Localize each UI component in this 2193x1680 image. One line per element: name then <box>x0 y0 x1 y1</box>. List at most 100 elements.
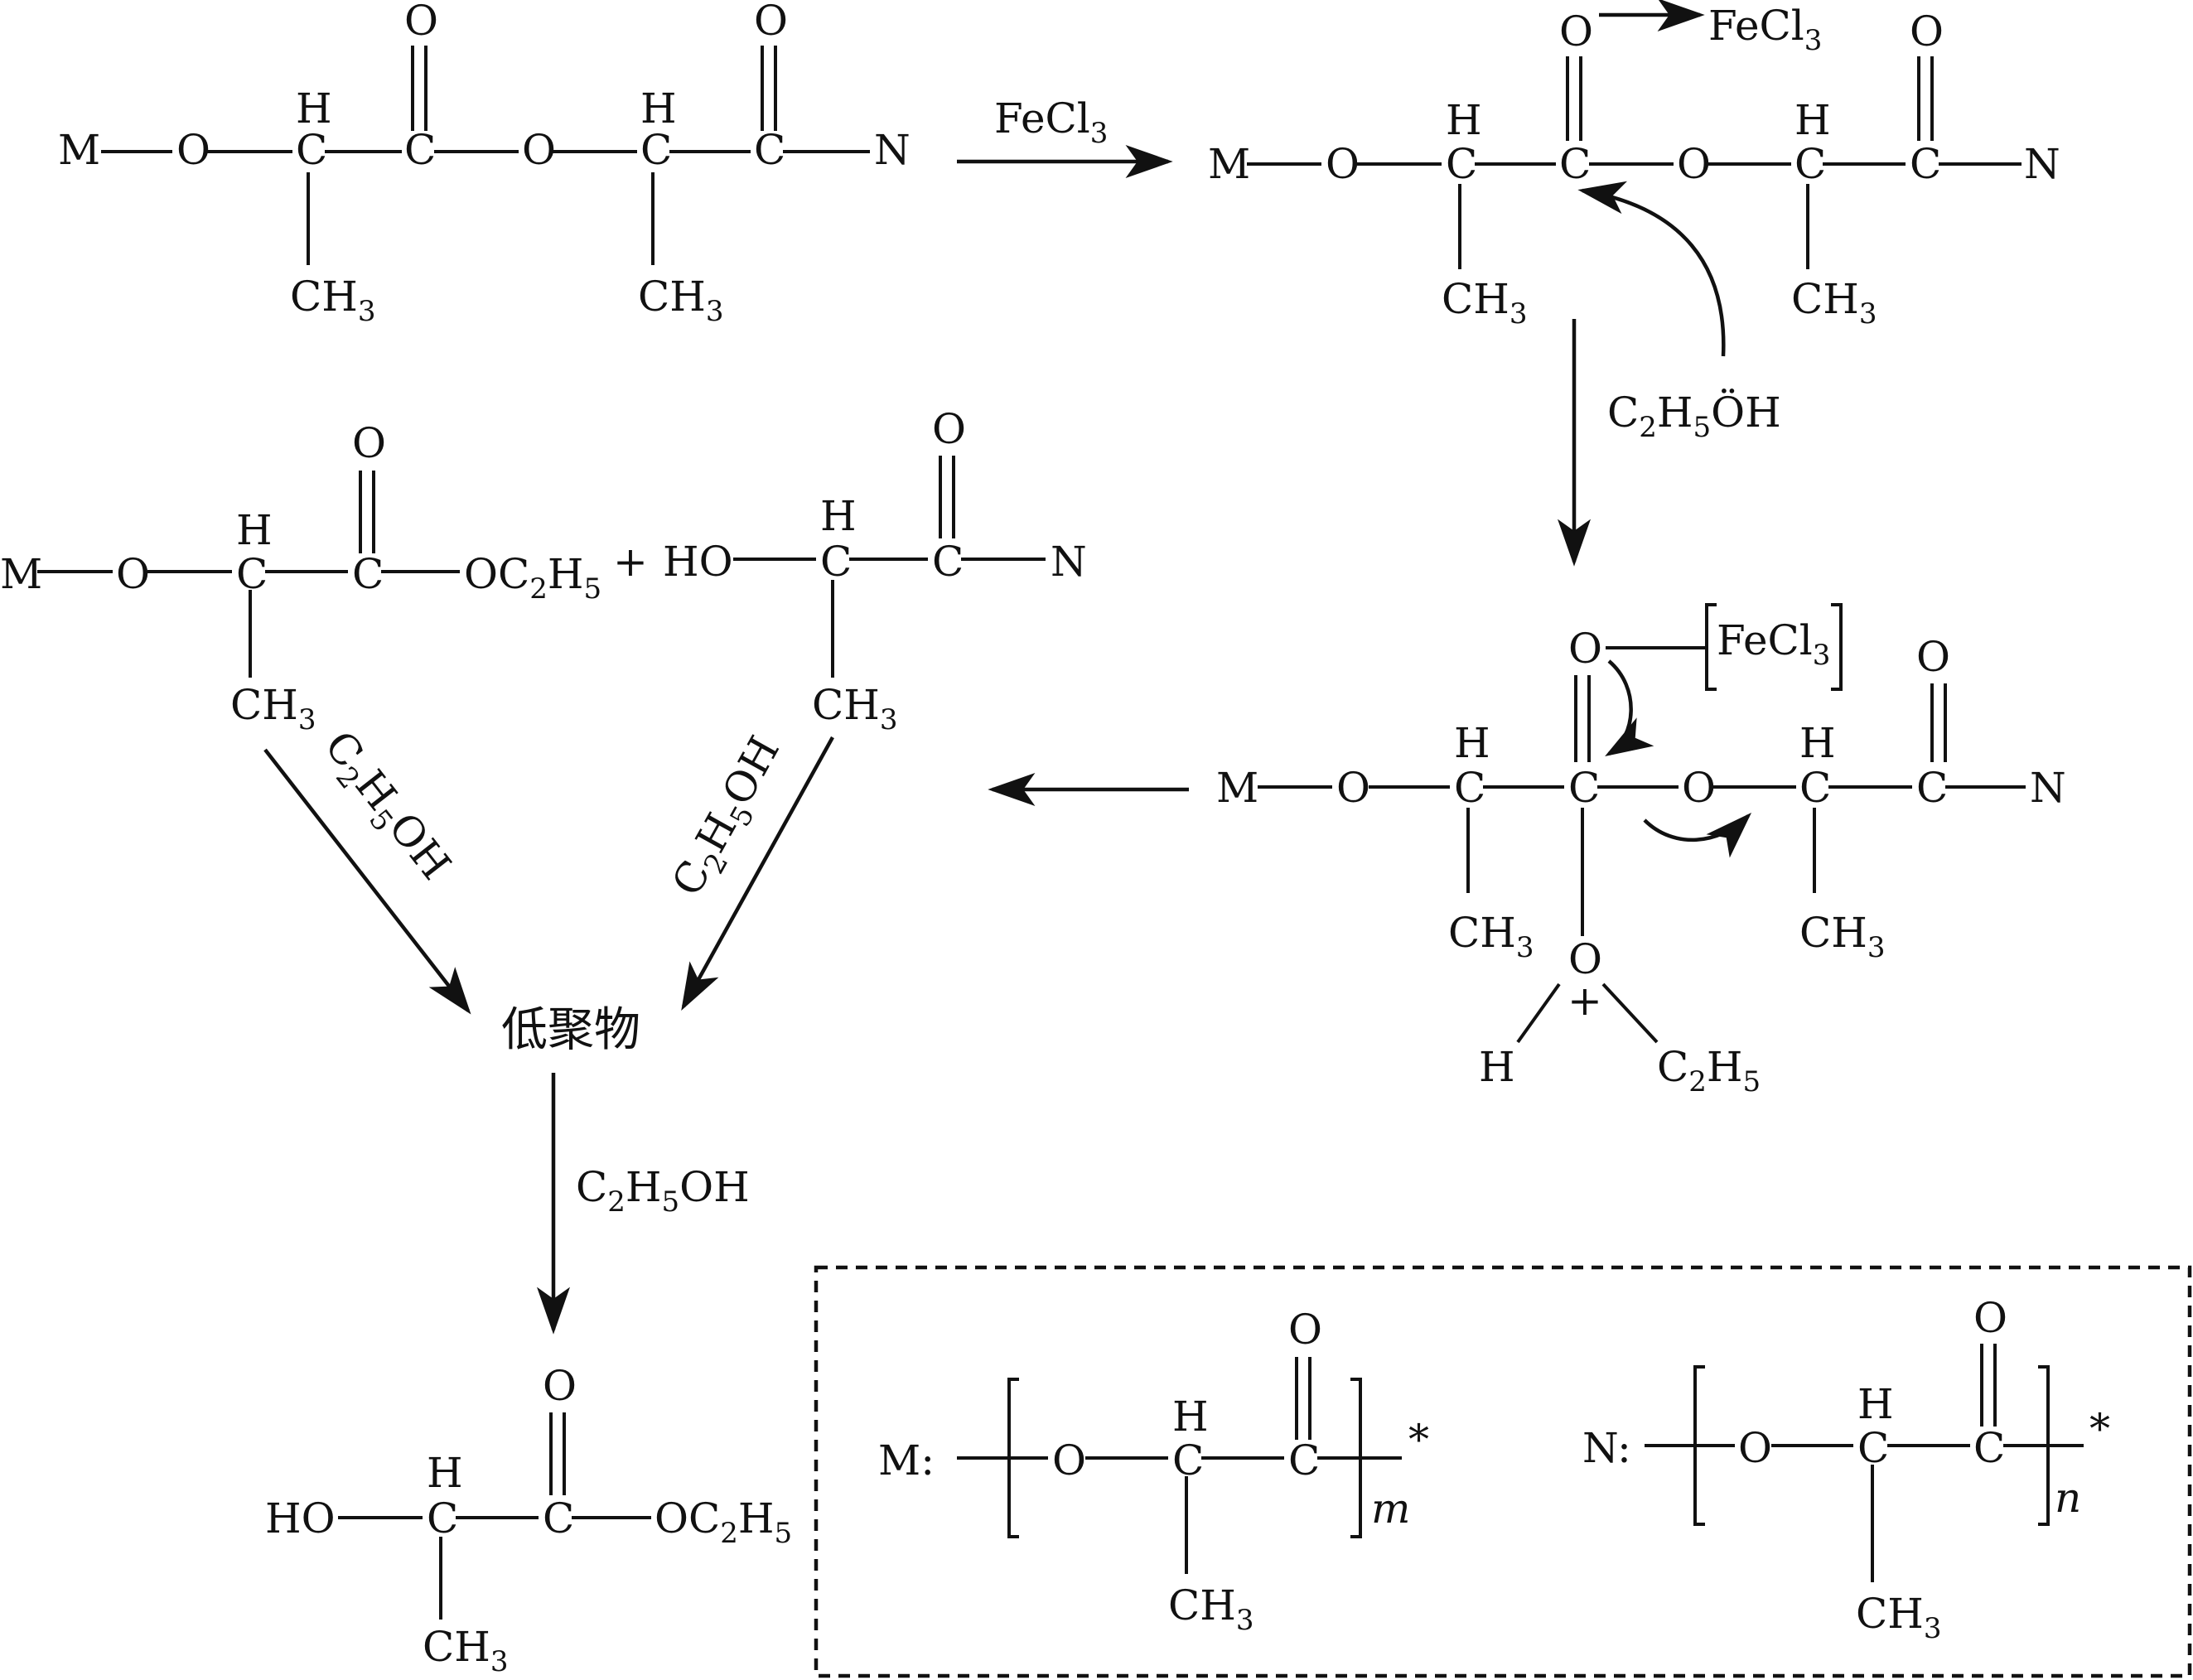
group-CH3: CH3 <box>1442 275 1528 331</box>
atom-O: O <box>543 1362 577 1410</box>
group-HO: HO <box>663 538 733 586</box>
star: * <box>2089 1405 2110 1453</box>
atom-O: O <box>1677 140 1711 188</box>
atom-H: H <box>1794 96 1831 144</box>
atom-C: C <box>1916 764 1948 812</box>
atom-H: H <box>640 84 677 133</box>
N-label: N: <box>1582 1424 1631 1472</box>
atom-H: H <box>236 506 273 554</box>
atom-C: C <box>1446 140 1477 188</box>
atom-O: O <box>1559 7 1593 56</box>
atom-C: C <box>236 550 268 598</box>
atom-O: O <box>522 126 556 174</box>
group-CH3: CH3 <box>638 273 724 328</box>
atom-H: H <box>1799 719 1836 767</box>
plus-sign: + <box>613 538 648 586</box>
group-CH3: CH3 <box>290 273 376 328</box>
group-CH3: CH3 <box>1168 1581 1254 1637</box>
molecule-2-complex: M O C H C O O C H C O N FeCl3 CH3 CH3 <box>1208 0 2060 357</box>
atom-C: C <box>1794 140 1826 188</box>
reagent-ethanol-right: C2H5OH <box>663 728 795 907</box>
legend-box: M: O C H C O CH3 m * N: O <box>814 1265 2192 1678</box>
atom-O: O <box>1910 7 1944 56</box>
atom-C: C <box>1568 764 1600 812</box>
group-CH3: CH3 <box>1799 909 1886 964</box>
group-CH3: CH3 <box>423 1623 509 1678</box>
atom-C: C <box>1910 140 1941 188</box>
atom-C: C <box>352 550 384 598</box>
definition-M: M: O C H C O CH3 m * <box>878 1306 1429 1637</box>
atom-M: M <box>1208 140 1250 188</box>
oligomer-label: 低聚物 <box>501 1003 640 1057</box>
atom-C: C <box>1172 1436 1204 1484</box>
atom-O: O <box>1682 764 1716 812</box>
atom-H: H <box>1479 1043 1515 1091</box>
atom-N: N <box>1051 538 1087 586</box>
atom-C: C <box>404 126 436 174</box>
atom-C: C <box>640 126 672 174</box>
atom-O: O <box>1052 1436 1086 1484</box>
reagent-ethanol-left: C2H5OH <box>309 722 460 894</box>
atom-O: O <box>404 0 438 45</box>
atom-O: O <box>1973 1294 2007 1342</box>
atom-C: C <box>1799 764 1831 812</box>
atom-M: M <box>58 126 100 174</box>
atom-C: C <box>932 538 964 586</box>
atom-C: C <box>296 126 327 174</box>
atom-O: O <box>1326 140 1360 188</box>
atom-O: O <box>176 126 210 174</box>
group-CH3: CH3 <box>812 681 898 736</box>
atom-H: H <box>427 1449 463 1497</box>
atom-M: M <box>0 550 42 598</box>
molecule-4-ester: M O C H C O OC2H5 CH3 <box>0 419 601 736</box>
atom-O: O <box>754 0 788 45</box>
atom-C: C <box>1288 1436 1320 1484</box>
arrow-step-1: FeCl3 <box>957 94 1173 178</box>
arrows-to-oligomer: C2H5OH C2H5OH <box>263 722 834 1015</box>
molecule-5-hydroxy: HO C H C O N CH3 <box>663 405 1087 736</box>
FeCl3-label: FeCl3 <box>1717 616 1830 672</box>
atom-H: H <box>296 84 332 133</box>
atom-C: C <box>754 126 785 174</box>
atom-N: N <box>874 126 911 174</box>
charge-plus: + <box>1567 977 1602 1025</box>
group-OC2H5: OC2H5 <box>655 1494 792 1550</box>
group-C2H5: C2H5 <box>1657 1043 1761 1098</box>
atom-O: O <box>1288 1306 1322 1354</box>
atom-C: C <box>1559 140 1591 188</box>
atom-C: C <box>543 1494 574 1542</box>
atom-H: H <box>1857 1380 1894 1428</box>
atom-H: H <box>1454 719 1490 767</box>
atom-N: N <box>2024 140 2060 188</box>
atom-O: O <box>116 550 150 598</box>
group-CH3: CH3 <box>230 681 316 736</box>
atom-C: C <box>1857 1424 1889 1472</box>
atom-O: O <box>932 405 966 453</box>
group-CH3: CH3 <box>1448 909 1534 964</box>
atom-H: H <box>1172 1393 1209 1441</box>
reagent-FeCl3: FeCl3 <box>994 94 1108 150</box>
group-CH3: CH3 <box>1856 1590 1942 1645</box>
atom-O-oxonium: O <box>1568 935 1602 983</box>
atom-M: M <box>1216 764 1258 812</box>
definition-N: N: O C H C O CH3 n * <box>1582 1294 2110 1645</box>
atom-O: O <box>1336 764 1370 812</box>
reagent-ethanol: C2H5OH <box>576 1163 750 1219</box>
FeCl3-label: FeCl3 <box>1708 2 1822 57</box>
subscript-n: n <box>2055 1474 2081 1522</box>
molecule-1: M O C H C O O C H C O N CH3 CH3 <box>58 0 911 328</box>
group-CH3: CH3 <box>1791 275 1877 331</box>
arrow-step-2: C2H5ÖH <box>1558 319 1781 567</box>
atom-O: O <box>1568 625 1602 673</box>
group-OC2H5: OC2H5 <box>464 550 601 606</box>
atom-C: C <box>1973 1424 2005 1472</box>
reagent-ethanol: C2H5ÖH <box>1607 388 1781 444</box>
group-HO: HO <box>265 1494 336 1542</box>
atom-O: O <box>1738 1424 1772 1472</box>
atom-O: O <box>352 419 386 467</box>
atom-H: H <box>1446 96 1482 144</box>
M-label: M: <box>878 1436 935 1484</box>
atom-C: C <box>427 1494 458 1542</box>
molecule-6-ethyl-lactate: HO C H C O OC2H5 CH3 <box>265 1362 792 1678</box>
